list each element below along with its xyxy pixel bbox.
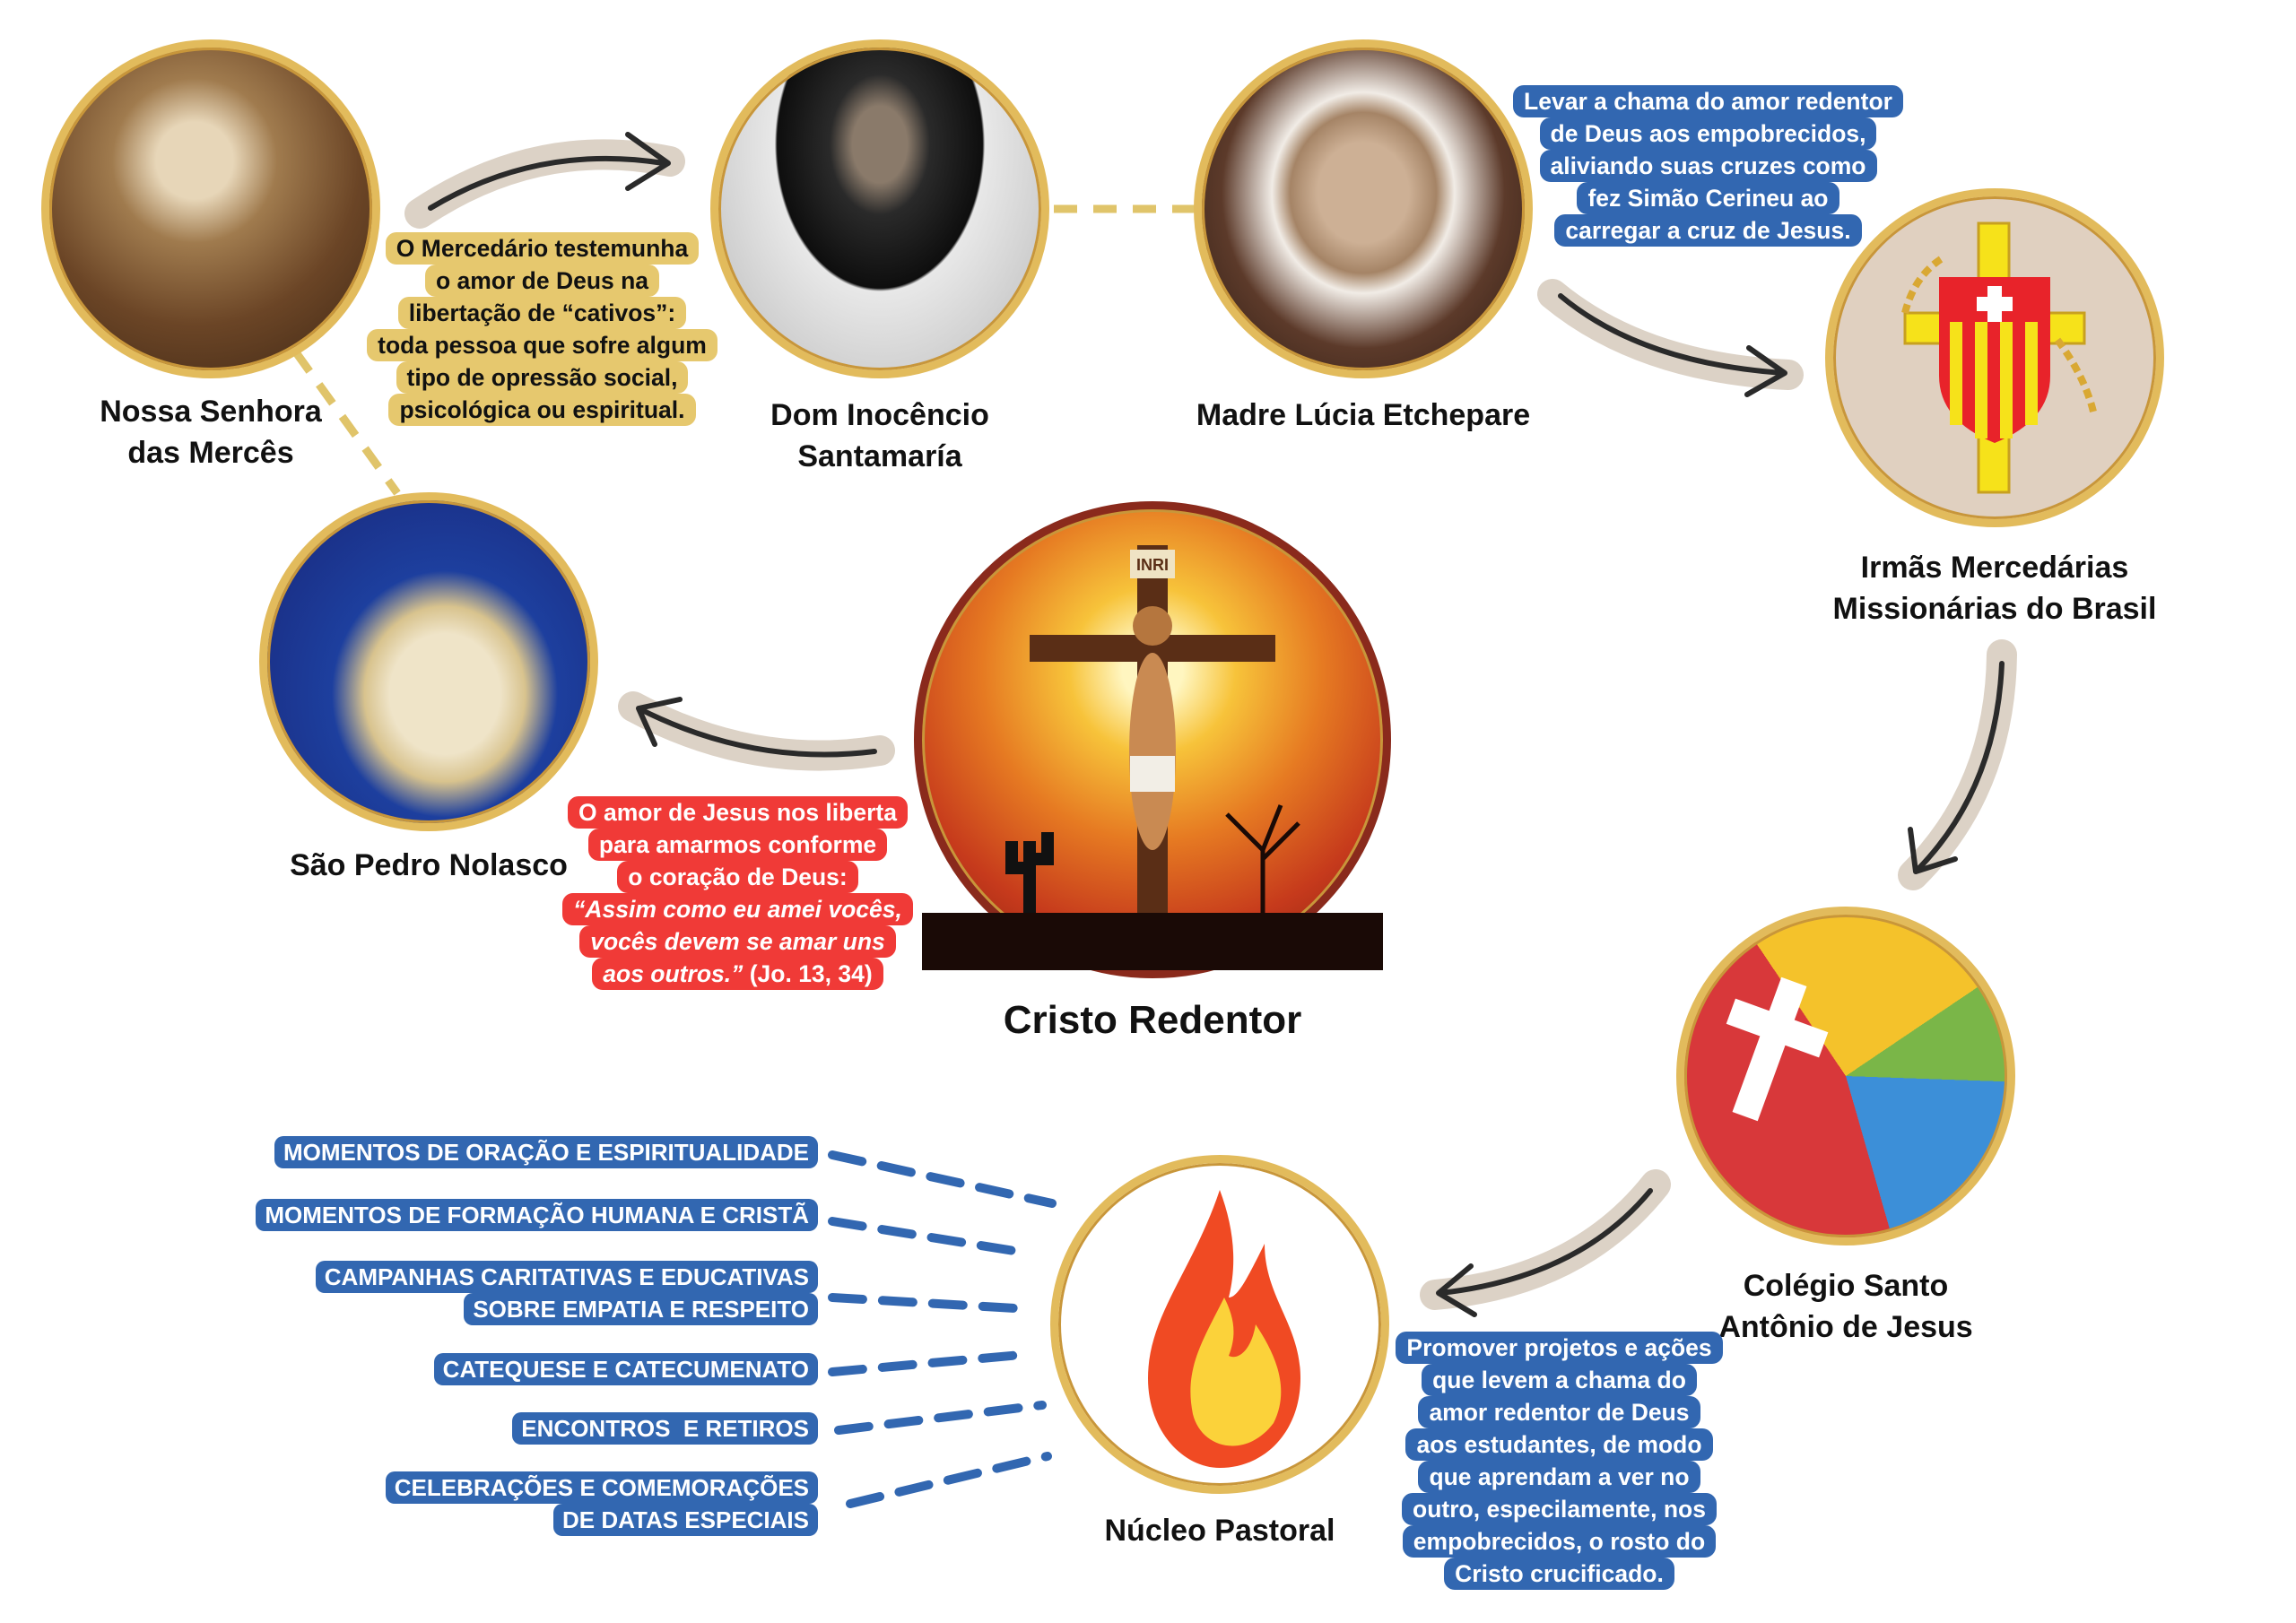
- arrow-icon: [1898, 639, 2017, 890]
- note-line: o coração de Deus:: [617, 861, 858, 893]
- activity-item: CATEQUESE E CATECUMENATO: [433, 1353, 818, 1385]
- note-line: “Assim como eu amei vocês,: [562, 893, 913, 925]
- nossa-senhora-image: [41, 39, 380, 378]
- note-line: psicológica ou espiritual.: [388, 394, 696, 426]
- activity-item: MOMENTOS DE FORMAÇÃO HUMANA E CRISTÃ: [256, 1199, 818, 1231]
- label-line: Missionárias do Brasil: [1832, 592, 2157, 626]
- activity-connector: [828, 1150, 1057, 1208]
- note-line: Promover projetos e ações: [1396, 1332, 1723, 1364]
- activity-line: SOBRE EMPATIA E RESPEITO: [464, 1293, 818, 1325]
- label-line: Nossa Senhora: [100, 395, 322, 429]
- nossa-senhora-label: Nossa Senhora das Mercês: [100, 391, 322, 473]
- colegio-logo: [1676, 907, 2015, 1245]
- note-line: que levem a chama do: [1422, 1364, 1697, 1396]
- colegio-label: Colégio Santo Antônio de Jesus: [1718, 1265, 1972, 1348]
- quote-text: vocês devem se amar uns: [590, 928, 885, 955]
- sao-pedro-label: São Pedro Nolasco: [290, 845, 568, 886]
- irmas-mercedarias-logo: [1825, 188, 2164, 527]
- mercedario-note: O Mercedário testemunha o amor de Deus n…: [367, 232, 718, 426]
- flame-icon: [1148, 1190, 1300, 1468]
- cross-shield-icon: [1901, 221, 2097, 494]
- madre-lucia-label: Madre Lúcia Etchepare: [1196, 395, 1530, 436]
- promover-note: Promover projetos e ações que levem a ch…: [1396, 1332, 1723, 1590]
- bible-reference: (Jo. 13, 34): [743, 960, 873, 987]
- label-line: Madre Lúcia Etchepare: [1196, 398, 1531, 432]
- activity-line: CATEQUESE E CATECUMENATO: [433, 1353, 818, 1385]
- label-line: São Pedro Nolasco: [290, 848, 568, 882]
- nucleo-pastoral-logo: [1050, 1155, 1389, 1494]
- amor-jesus-note: O amor de Jesus nos liberta para amarmos…: [562, 796, 913, 990]
- note-line: que aprendam a ver no: [1418, 1461, 1700, 1493]
- activity-line: ENCONTROS E RETIROS: [512, 1412, 818, 1445]
- cristo-redentor-label: Cristo Redentor: [1003, 998, 1302, 1042]
- label-line: das Mercês: [127, 436, 294, 470]
- activity-item: MOMENTOS DE ORAÇÃO E ESPIRITUALIDADE: [274, 1136, 818, 1168]
- activity-connector: [828, 1293, 1035, 1314]
- activity-line: MOMENTOS DE FORMAÇÃO HUMANA E CRISTÃ: [256, 1199, 818, 1231]
- activity-item: ENCONTROS E RETIROS: [512, 1412, 818, 1445]
- label-line: Antônio de Jesus: [1718, 1310, 1973, 1344]
- note-line: de Deus aos empobrecidos,: [1539, 117, 1877, 150]
- arrow-icon: [404, 132, 685, 229]
- activity-line: MOMENTOS DE ORAÇÃO E ESPIRITUALIDADE: [274, 1136, 818, 1168]
- note-line: aliviando suas cruzes como: [1539, 150, 1877, 182]
- note-line: O Mercedário testemunha: [385, 232, 700, 265]
- dom-inocencio-label: Dom Inocêncio Santamaría: [770, 395, 989, 477]
- inri-inscription: INRI: [1136, 556, 1169, 574]
- activity-connector: [828, 1350, 1035, 1376]
- quote-text: “Assim como eu amei vocês,: [573, 896, 902, 923]
- arrow-icon: [1420, 1169, 1671, 1317]
- activity-line: CAMPANHAS CARITATIVAS E EDUCATIVAS: [315, 1261, 818, 1293]
- note-line: Cristo crucificado.: [1444, 1558, 1674, 1590]
- cristo-redentor-image: INRI: [914, 501, 1391, 978]
- note-line: fez Simão Cerineu ao: [1577, 182, 1839, 214]
- note-line: libertação de “cativos”:: [397, 297, 687, 329]
- label-line: Colégio Santo: [1743, 1269, 1949, 1303]
- dashed-connector: [292, 350, 401, 496]
- sao-pedro-nolasco-image: [259, 492, 598, 831]
- nucleo-pastoral-label: Núcleo Pastoral: [1104, 1514, 1335, 1548]
- crucifix-icon: INRI: [922, 545, 1383, 970]
- note-line: tipo de opressão social,: [396, 361, 689, 394]
- note-line: para amarmos conforme: [587, 829, 888, 861]
- note-line: empobrecidos, o rosto do: [1402, 1525, 1717, 1558]
- irmas-label: Irmãs Mercedárias Missionárias do Brasil: [1833, 547, 2157, 629]
- activity-connector: [834, 1401, 1047, 1435]
- note-line: o amor de Deus na: [424, 265, 660, 297]
- note-line: outro, especilamente, nos: [1402, 1493, 1717, 1525]
- note-line: vocês devem se amar uns: [579, 925, 896, 958]
- arrow-icon: [1537, 279, 1804, 397]
- levar-chama-note: Levar a chama do amor redentor de Deus a…: [1509, 85, 1908, 247]
- note-line: carregar a cruz de Jesus.: [1554, 214, 1862, 247]
- activity-line: DE DATAS ESPECIAIS: [553, 1504, 818, 1536]
- activity-connector: [846, 1452, 1052, 1508]
- label-line: Irmãs Mercedárias: [1860, 551, 2129, 585]
- dom-inocencio-image: [710, 39, 1049, 378]
- label-line: Santamaría: [797, 439, 962, 473]
- arrow-icon: [618, 691, 895, 771]
- madre-lucia-image: [1194, 39, 1533, 378]
- label-line: Dom Inocêncio: [770, 398, 989, 432]
- activity-line: CELEBRAÇÕES E COMEMORAÇÕES: [385, 1471, 818, 1504]
- activity-connector: [828, 1217, 1035, 1258]
- cross-icon: [1726, 976, 1829, 1122]
- note-line: aos estudantes, de modo: [1405, 1428, 1713, 1461]
- note-line: aos outros.” (Jo. 13, 34): [592, 958, 883, 990]
- note-line: Levar a chama do amor redentor: [1513, 85, 1903, 117]
- quote-text: aos outros.”: [603, 960, 744, 987]
- note-line: amor redentor de Deus: [1418, 1396, 1700, 1428]
- note-line: O amor de Jesus nos liberta: [568, 796, 908, 829]
- note-line: toda pessoa que sofre algum: [367, 329, 718, 361]
